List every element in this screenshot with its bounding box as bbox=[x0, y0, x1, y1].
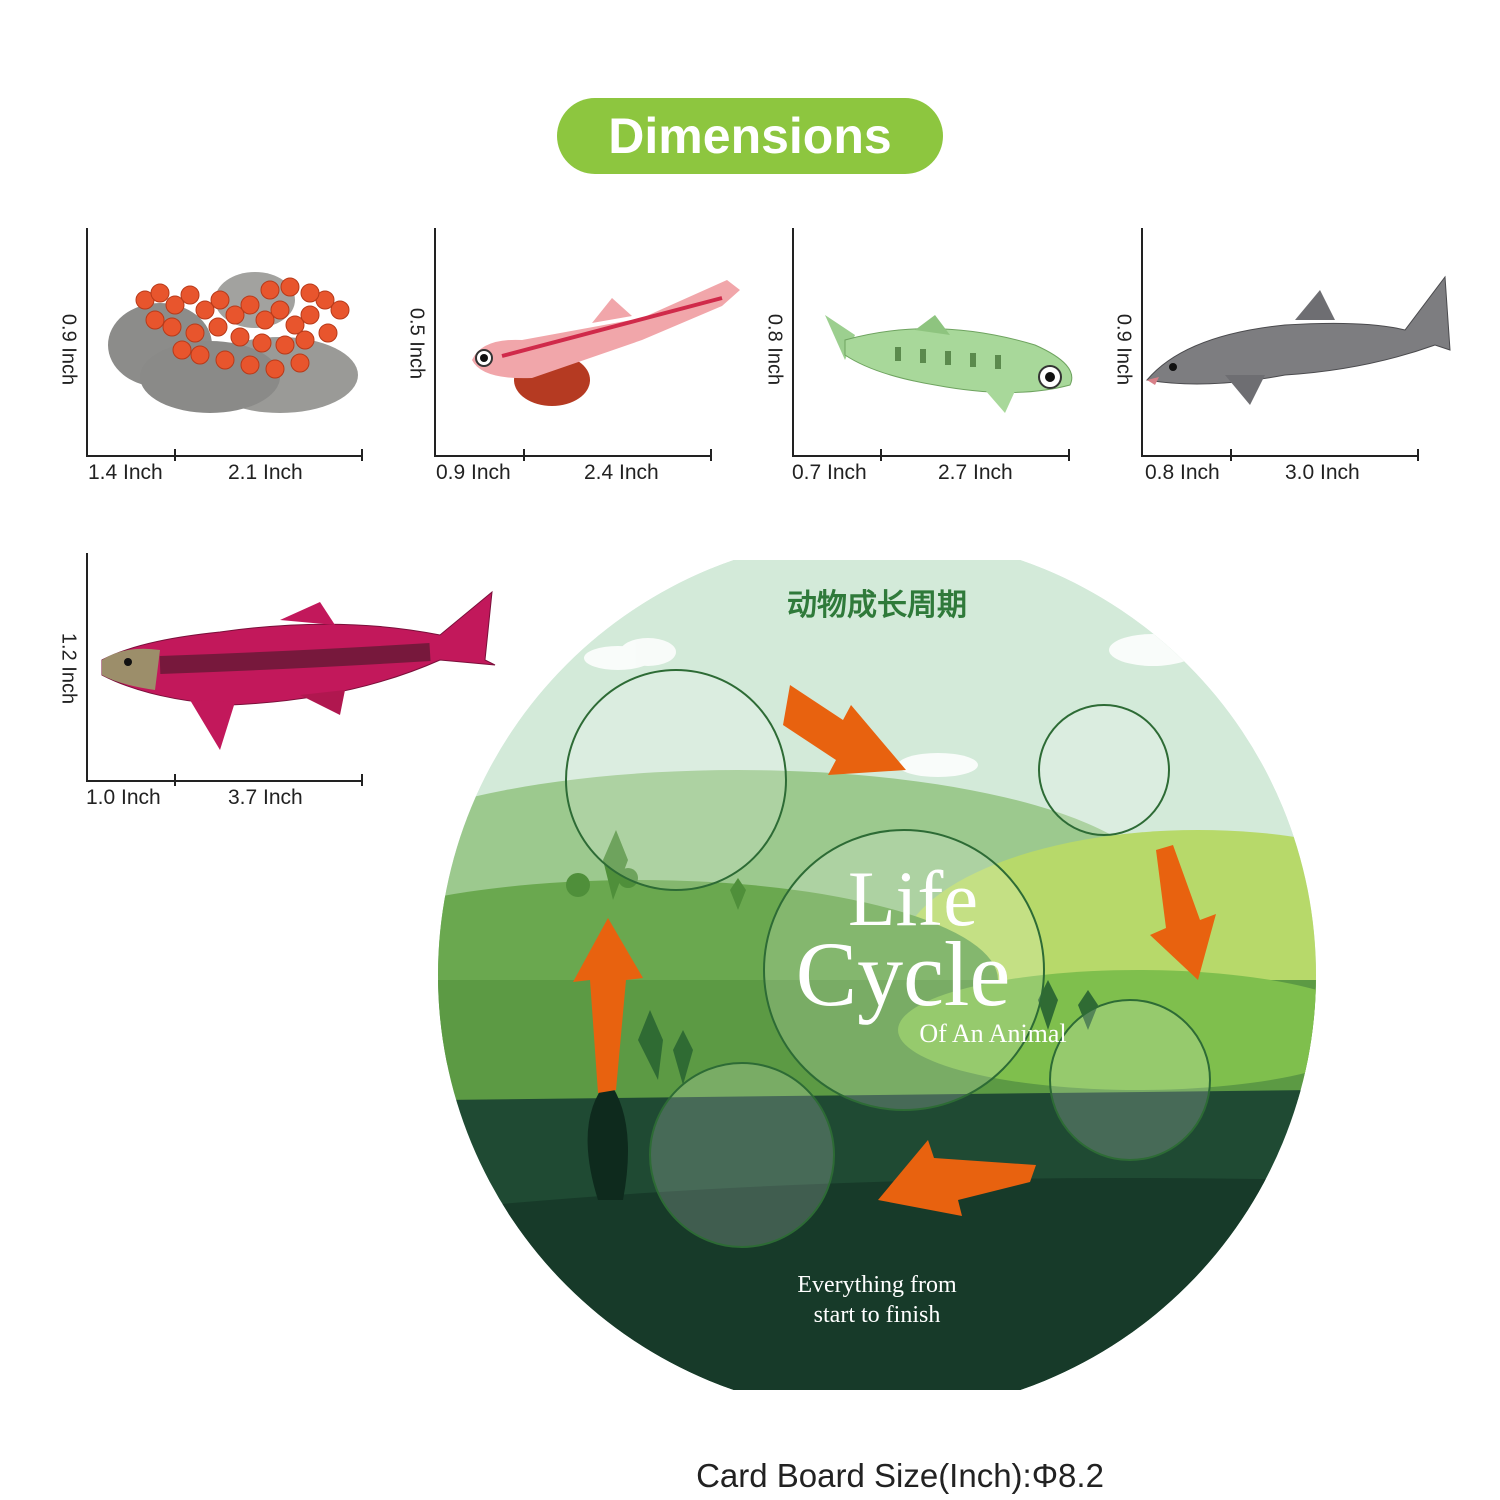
axis-tick bbox=[710, 449, 712, 461]
board-chinese-title: 动物成长周期 bbox=[787, 588, 967, 623]
axis-tick bbox=[361, 774, 363, 786]
height-label: 0.9 Inch bbox=[1112, 313, 1135, 386]
salmon-fry-figure bbox=[825, 315, 1073, 413]
height-label: 0.5 Inch bbox=[405, 307, 428, 380]
axis-tick bbox=[174, 449, 176, 461]
salmon-spawning-figure bbox=[101, 590, 496, 750]
width-label-b: 2.1 Inch bbox=[228, 461, 303, 484]
axis-tick bbox=[523, 449, 525, 461]
axis-tick bbox=[361, 449, 363, 461]
height-label: 0.9 Inch bbox=[57, 313, 80, 386]
width-label-a: 0.7 Inch bbox=[792, 461, 867, 484]
axis-tick bbox=[1068, 449, 1070, 461]
board-tagline-line1: Everything from bbox=[797, 1272, 957, 1298]
axis-tick bbox=[1417, 449, 1419, 461]
height-axis bbox=[1141, 228, 1143, 456]
width-label-b: 3.0 Inch bbox=[1285, 461, 1360, 484]
width-label-a: 1.4 Inch bbox=[88, 461, 163, 484]
width-label-a: 0.9 Inch bbox=[436, 461, 511, 484]
width-label-b: 2.7 Inch bbox=[938, 461, 1013, 484]
height-axis bbox=[86, 228, 88, 456]
axis-tick bbox=[1230, 449, 1232, 461]
width-axis bbox=[86, 780, 363, 782]
board-title-line2: Cycle bbox=[796, 923, 1011, 1025]
life-cycle-board: 动物成长周期 Life Cycle Of An Animal Everythin… bbox=[438, 560, 1316, 1390]
width-label-b: 2.4 Inch bbox=[584, 461, 659, 484]
height-label: 0.8 Inch bbox=[763, 313, 786, 386]
axis-tick bbox=[174, 774, 176, 786]
width-label-a: 1.0 Inch bbox=[86, 786, 161, 809]
height-axis bbox=[792, 228, 794, 456]
width-axis bbox=[1141, 455, 1419, 457]
board-subtitle: Of An Animal bbox=[919, 1019, 1066, 1048]
axis-tick bbox=[880, 449, 882, 461]
dimensions-banner: Dimensions bbox=[557, 98, 943, 174]
salmon-eggs-figure bbox=[108, 272, 358, 413]
width-axis bbox=[86, 455, 363, 457]
board-title-line1: Life bbox=[848, 855, 978, 942]
width-axis bbox=[434, 455, 712, 457]
height-label: 1.2 Inch bbox=[57, 632, 80, 705]
height-axis bbox=[86, 553, 88, 781]
card-board-size-caption: Card Board Size(Inch):Φ8.2 bbox=[696, 1457, 1104, 1494]
salmon-adult-figure bbox=[1146, 275, 1451, 405]
height-axis bbox=[434, 228, 436, 456]
width-label-b: 3.7 Inch bbox=[228, 786, 303, 809]
salmon-alevin-figure bbox=[472, 280, 740, 406]
dimensions-title: Dimensions bbox=[608, 108, 892, 164]
width-label-a: 0.8 Inch bbox=[1145, 461, 1220, 484]
board-tagline-line2: start to finish bbox=[814, 1302, 941, 1328]
width-axis bbox=[792, 455, 1070, 457]
